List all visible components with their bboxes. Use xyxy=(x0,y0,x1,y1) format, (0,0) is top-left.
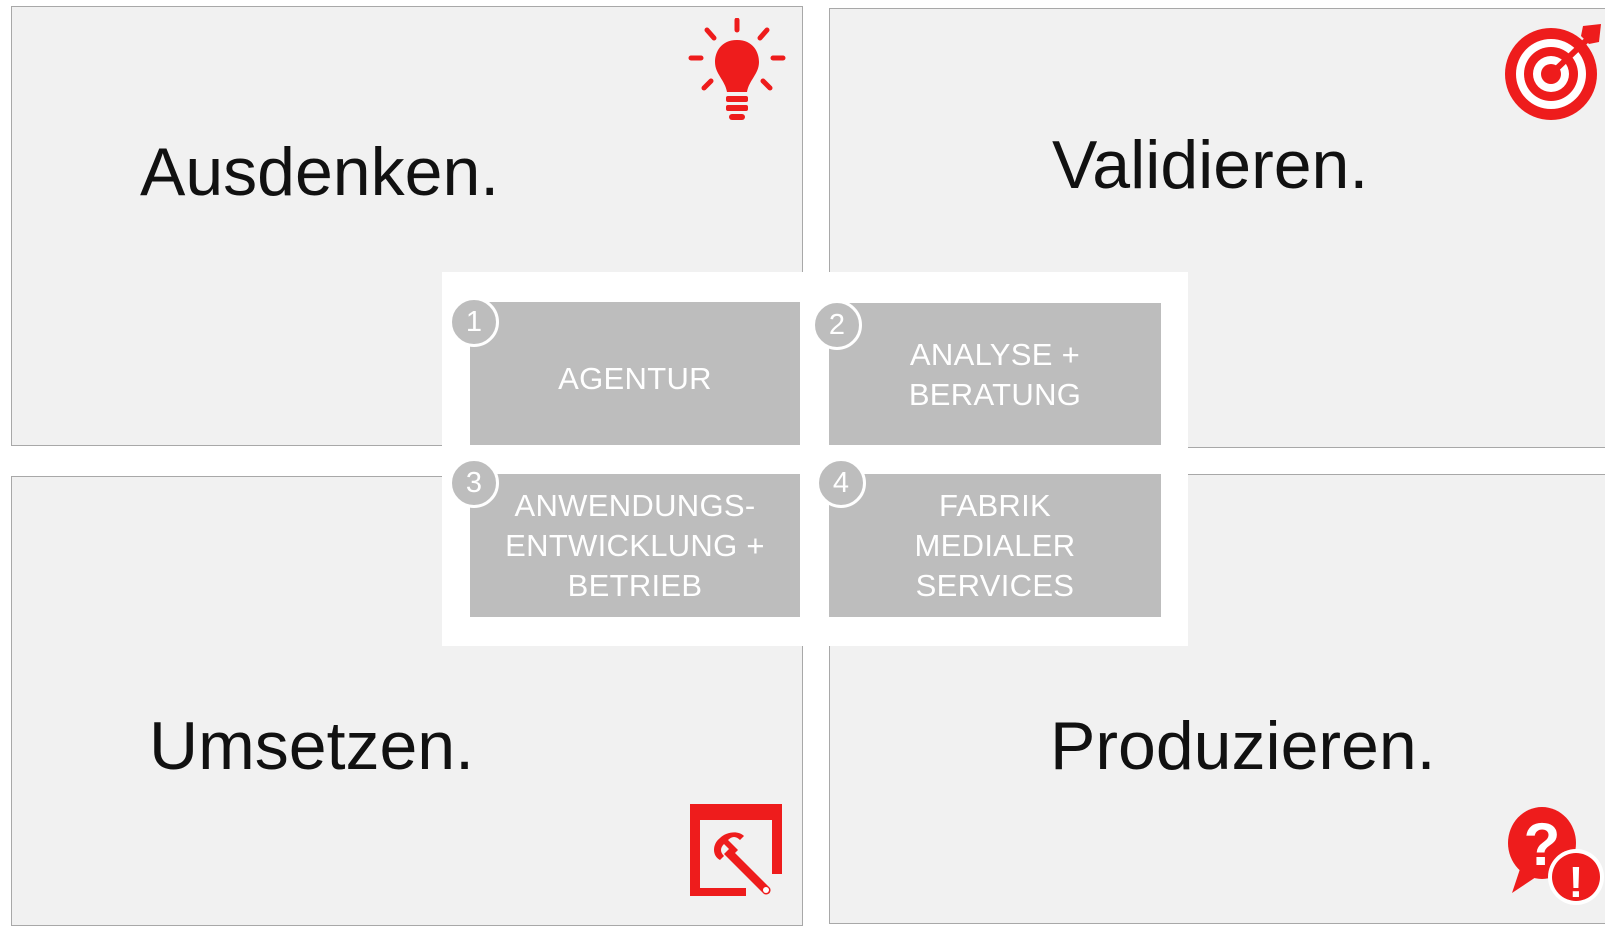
quadrant-title: Produzieren. xyxy=(1050,708,1436,784)
quadrant-ausdenken: Ausdenken. xyxy=(11,6,803,446)
service-box-agentur[interactable]: AGENTUR xyxy=(470,302,800,445)
quadrant-title: Ausdenken. xyxy=(140,134,500,210)
svg-text:!: ! xyxy=(1569,858,1584,907)
service-label: ANWENDUNGS- ENTWICKLUNG + BETRIEB xyxy=(505,487,765,603)
service-box-fabrik-medialer-services[interactable]: FABRIK MEDIALER SERVICES xyxy=(829,474,1161,617)
number-badge: 1 xyxy=(449,297,499,347)
target-icon xyxy=(1505,24,1601,120)
service-box-analyse-beratung[interactable]: ANALYSE + BERATUNG xyxy=(829,303,1161,445)
number-badge: 4 xyxy=(816,458,866,508)
wrench-window-icon xyxy=(690,804,782,896)
lightbulb-icon xyxy=(688,18,786,120)
number-badge: 3 xyxy=(449,458,499,508)
quadrant-title: Validieren. xyxy=(1052,127,1369,203)
service-label: ANALYSE + BERATUNG xyxy=(908,337,1082,412)
number-badge: 2 xyxy=(812,300,862,350)
service-label: FABRIK MEDIALER SERVICES xyxy=(914,487,1076,603)
service-label: AGENTUR xyxy=(558,360,712,396)
quadrant-title: Umsetzen. xyxy=(149,708,474,784)
service-box-anwendungsentwicklung[interactable]: ANWENDUNGS- ENTWICKLUNG + BETRIEB xyxy=(470,474,800,617)
question-exclamation-icon: ? ! xyxy=(1508,807,1604,907)
quadrant-validieren: Validieren. xyxy=(829,8,1605,448)
